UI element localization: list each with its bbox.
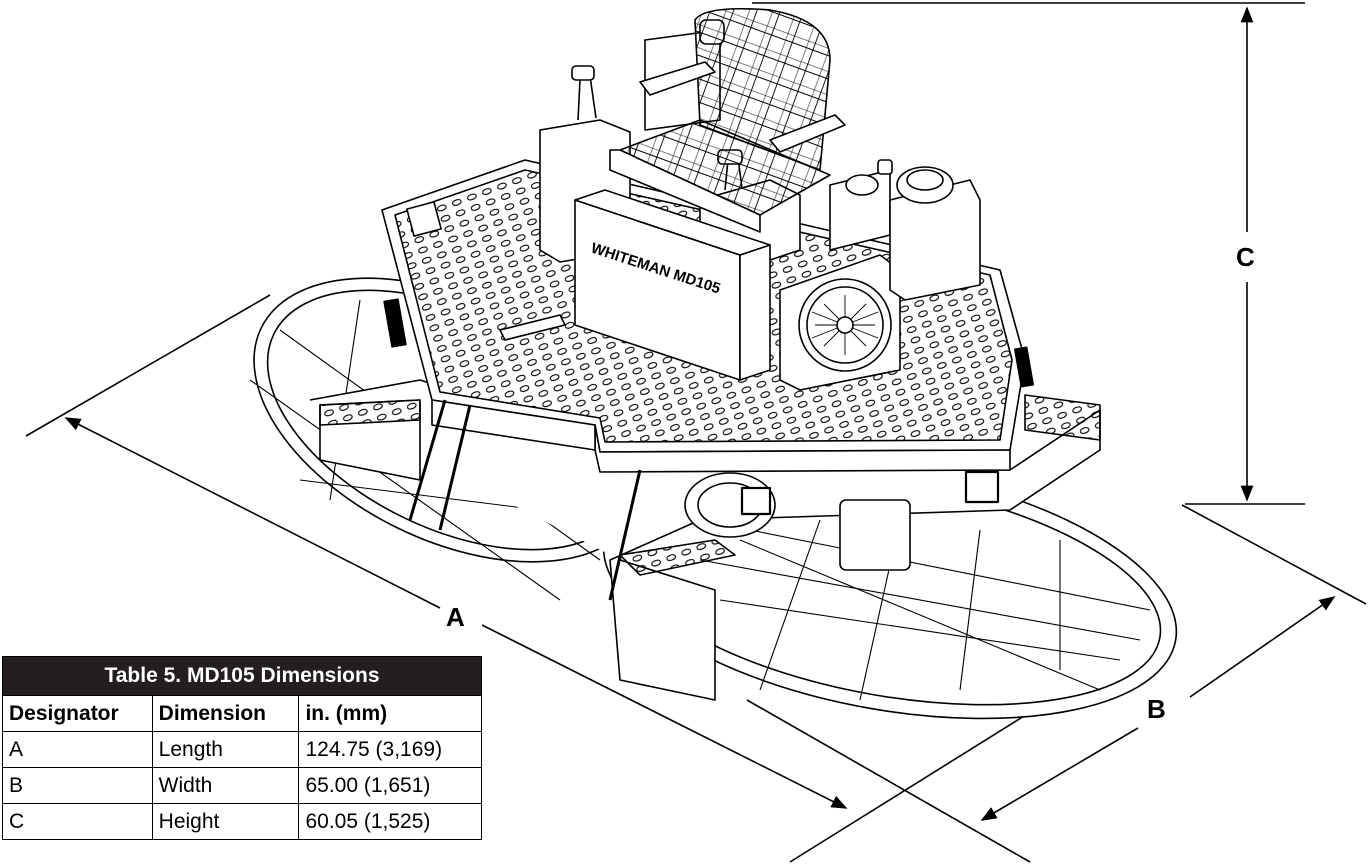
cell-dimension: Width bbox=[151, 767, 300, 804]
cell-value: 60.05 (1,525) bbox=[298, 803, 482, 840]
header-value: in. (mm) bbox=[298, 695, 482, 732]
cell-designator: C bbox=[2, 803, 153, 840]
table-caption: Table 5. MD105 Dimensions bbox=[2, 656, 482, 696]
dimension-label-c: C bbox=[1236, 242, 1255, 272]
cell-value: 124.75 (3,169) bbox=[298, 731, 482, 768]
table-row: C Height 60.05 (1,525) bbox=[2, 803, 482, 840]
header-designator: Designator bbox=[2, 695, 153, 732]
dimensions-table: Table 5. MD105 Dimensions Designator Dim… bbox=[2, 656, 482, 840]
cell-dimension: Length bbox=[151, 731, 300, 768]
ride-on-trowel-drawing bbox=[249, 7, 1178, 720]
dimension-label-a: A bbox=[446, 602, 465, 632]
cell-designator: A bbox=[2, 731, 153, 768]
cell-designator: B bbox=[2, 767, 153, 804]
table-row: B Width 65.00 (1,651) bbox=[2, 767, 482, 804]
dimension-label-b: B bbox=[1147, 694, 1166, 724]
cell-value: 65.00 (1,651) bbox=[298, 767, 482, 804]
header-dimension: Dimension bbox=[151, 695, 300, 732]
dimension-lines bbox=[25, 2, 1367, 863]
table-row: A Length 124.75 (3,169) bbox=[2, 731, 482, 768]
table-header-row: Designator Dimension in. (mm) bbox=[2, 695, 482, 732]
cell-dimension: Height bbox=[151, 803, 300, 840]
